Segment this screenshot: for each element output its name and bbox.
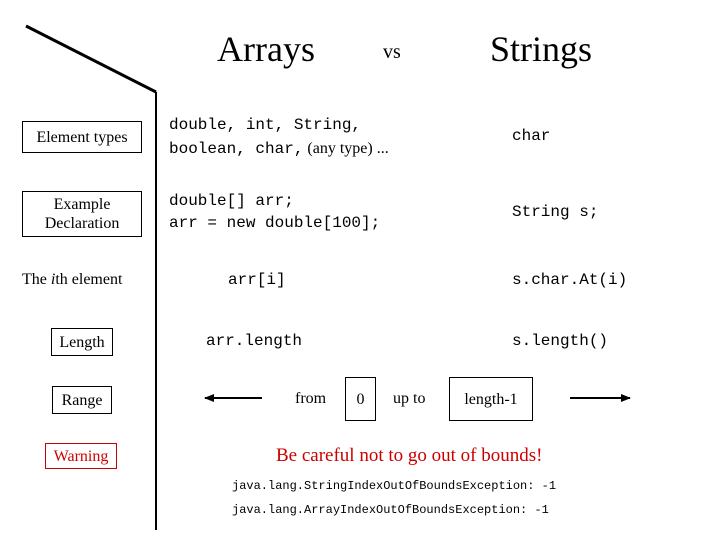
array-length: arr.length: [206, 332, 303, 350]
row-label-warning: Warning: [45, 443, 117, 469]
range-zero: 0: [356, 390, 365, 408]
range-up-to: up to: [393, 390, 426, 407]
array-exception: java.lang.ArrayIndexOutOfBoundsException…: [232, 503, 549, 517]
row-label-example-declaration: Example Declaration: [22, 191, 142, 237]
array-types-line-1: double, int, String,: [169, 116, 362, 134]
row-label-text: Example: [53, 196, 111, 213]
row-label-text: Range: [61, 391, 103, 409]
range-length-minus-one-box: length-1: [449, 377, 533, 421]
row-label-text: Warning: [53, 447, 109, 465]
string-length: s.length(): [512, 332, 609, 350]
row-label-ith-element: The ith element: [22, 271, 122, 289]
array-element-types: double, int, String, boolean, char, (any…: [169, 113, 389, 161]
strings-header: Strings: [490, 29, 593, 69]
warning-message: Be careful not to go out of bounds!: [276, 445, 543, 466]
array-types-line-3: (any type) ...: [307, 140, 389, 157]
row-label-text: Element types: [36, 128, 128, 146]
array-element-access: arr[i]: [228, 271, 286, 289]
row-label-italic: i: [50, 271, 56, 288]
range-from: from: [295, 390, 327, 407]
string-declaration: String s;: [512, 203, 599, 221]
vs-label: vs: [383, 41, 401, 63]
string-exception: java.lang.StringIndexOutOfBoundsExceptio…: [232, 479, 557, 493]
string-element-access: s.char.At(i): [512, 271, 628, 289]
string-element-type: char: [512, 127, 551, 145]
array-types-line-2: boolean, char,: [169, 140, 304, 158]
array-declaration: double[] arr; arr = new double[100];: [169, 190, 380, 234]
range-zero-box: 0: [345, 377, 376, 421]
row-label-range: Range: [52, 386, 112, 414]
range-length-minus-one: length-1: [464, 390, 518, 408]
row-label-text: th element: [55, 271, 123, 288]
arrays-header: Arrays: [217, 29, 315, 69]
row-label-text: Declaration: [44, 215, 120, 232]
diagonal-header-line: [25, 24, 157, 94]
row-label-text: The: [22, 271, 51, 288]
row-label-length: Length: [51, 328, 113, 356]
row-label-element-types: Element types: [22, 121, 142, 153]
row-label-text: Length: [59, 333, 105, 351]
array-declaration-line-1: double[] arr;: [169, 192, 294, 210]
array-declaration-line-2: arr = new double[100];: [169, 214, 381, 232]
